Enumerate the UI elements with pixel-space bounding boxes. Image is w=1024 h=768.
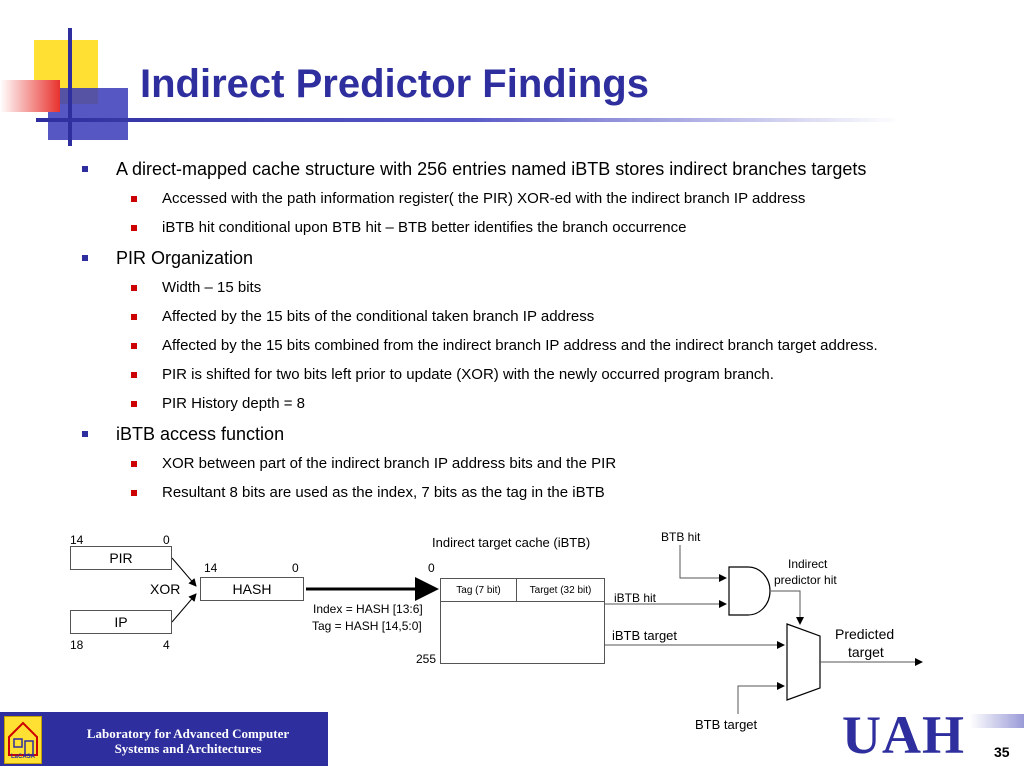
- corner-decoration: [0, 0, 140, 150]
- lab-name: Laboratory for Advanced Computer Systems…: [58, 726, 318, 756]
- ip-low-bit: 4: [163, 638, 170, 652]
- sub-bullet-item: iBTB hit conditional upon BTB hit – BTB …: [78, 218, 998, 238]
- cache-field-divider: [516, 579, 517, 601]
- ibtb-cache-box: Tag (7 bit) Target (32 bit): [440, 578, 605, 664]
- lab-name-line-1: Laboratory for Advanced Computer: [86, 726, 290, 741]
- sub-bullet-item: XOR between part of the indirect branch …: [78, 454, 998, 474]
- tag-equation: Tag = HASH [14,5:0]: [312, 619, 422, 633]
- vertical-rule-decoration: [68, 28, 72, 146]
- sub-bullet-item: Affected by the 15 bits of the condition…: [78, 307, 998, 327]
- lab-name-line-2: Systems and Architectures: [114, 741, 262, 756]
- btb-hit-label: BTB hit: [661, 530, 701, 544]
- ip-register-box: IP: [70, 610, 172, 634]
- ibtb-hit-label: iBTB hit: [614, 591, 657, 605]
- cache-title: Indirect target cache (iBTB): [432, 535, 591, 550]
- xor-label: XOR: [150, 581, 181, 597]
- ibtb-target-label: iBTB target: [612, 628, 678, 643]
- cache-last-index: 255: [416, 652, 437, 666]
- cache-first-index: 0: [428, 561, 435, 575]
- uah-logo: UAH: [842, 705, 965, 765]
- sub-bullet-item: Resultant 8 bits are used as the index, …: [78, 483, 998, 503]
- bullet-item: A direct-mapped cache structure with 256…: [78, 158, 998, 180]
- page-number: 35: [994, 744, 1010, 760]
- sub-bullet-item: Affected by the 15 bits combined from th…: [78, 336, 998, 356]
- sub-bullet-item: PIR History depth = 8: [78, 394, 998, 414]
- title-underline: [40, 118, 900, 122]
- pir-to-hash-line: [171, 557, 197, 587]
- hash-high-bit: 14: [204, 561, 218, 575]
- indirect-predictor-hit-label-1: Indirect: [788, 557, 828, 571]
- pir-high-bit: 14: [70, 533, 84, 547]
- bullet-item: iBTB access function: [78, 423, 998, 445]
- page-title: Indirect Predictor Findings: [140, 62, 649, 106]
- and-gate-shape: [728, 566, 771, 616]
- bullet-list: A direct-mapped cache structure with 256…: [78, 158, 998, 512]
- target-field: Target (32 bit): [529, 584, 592, 596]
- bullet-item: PIR Organization: [78, 247, 998, 269]
- lacasa-logo: LaCASA: [4, 716, 42, 764]
- predicted-target-label-2: target: [848, 644, 884, 660]
- hash-low-bit: 0: [292, 561, 299, 575]
- lacasa-logo-text: LaCASA: [10, 754, 35, 760]
- predicted-target-label-1: Predicted: [835, 626, 895, 642]
- blue-square-decoration: [48, 88, 128, 140]
- btb-hit-line: [679, 545, 727, 582]
- btb-target-line: [737, 682, 785, 714]
- index-equation: Index = HASH [13:6]: [313, 602, 423, 616]
- cache-entry-row: [441, 579, 604, 602]
- sub-bullet-item: Accessed with the path information regis…: [78, 189, 998, 209]
- red-bar-decoration: [0, 80, 60, 112]
- ip-high-bit: 18: [70, 638, 84, 652]
- ip-to-hash-line: [171, 593, 197, 623]
- lacasa-house-icon: [8, 721, 38, 756]
- pir-low-bit: 0: [163, 533, 170, 547]
- tag-field: Tag (7 bit): [456, 584, 501, 596]
- and-output-line: [771, 590, 804, 625]
- btb-target-label: BTB target: [695, 717, 758, 732]
- hash-box: HASH: [200, 577, 304, 601]
- pir-register-box: PIR: [70, 546, 172, 570]
- sub-bullet-item: PIR is shifted for two bits left prior t…: [78, 365, 998, 385]
- footer-accent-bar: [970, 714, 1024, 728]
- indirect-predictor-hit-label-2: predictor hit: [774, 573, 837, 587]
- sub-bullet-item: Width – 15 bits: [78, 278, 998, 298]
- lab-footer-banner: LaCASA Laboratory for Advanced Computer …: [0, 712, 328, 766]
- mux-shape: [786, 623, 821, 701]
